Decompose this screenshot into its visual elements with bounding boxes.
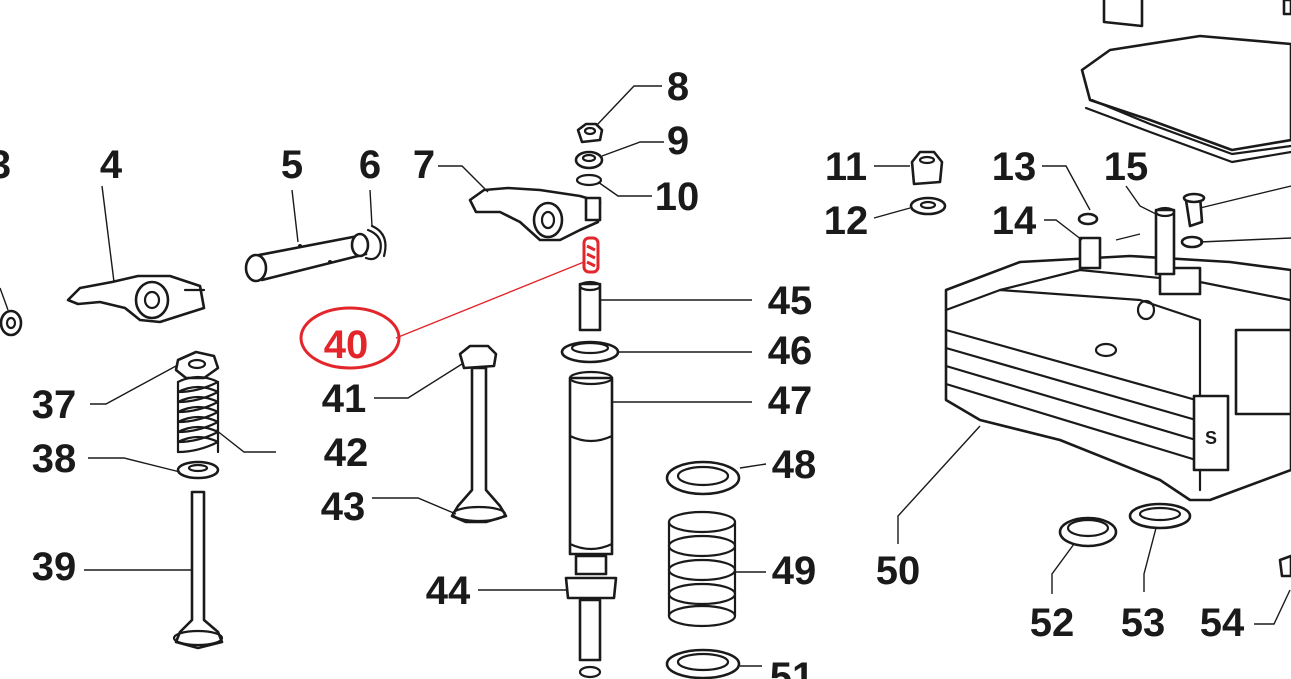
label-41: 41 xyxy=(322,377,367,421)
part-50-cylinder-head xyxy=(944,192,1291,502)
label-52: 52 xyxy=(1030,601,1075,645)
label-44: 44 xyxy=(426,569,471,613)
part-4-rocker-arm xyxy=(66,274,206,324)
label-45: 45 xyxy=(768,279,813,323)
label-42: 42 xyxy=(324,431,369,475)
label-3: 3 xyxy=(0,143,11,187)
label-49: 49 xyxy=(772,549,817,593)
part-53-valve-seat xyxy=(1128,502,1192,530)
label-43: 43 xyxy=(321,485,366,529)
part-5-shaft xyxy=(244,232,370,283)
label-14: 14 xyxy=(992,199,1037,243)
label-7: 7 xyxy=(413,143,435,187)
label-38: 38 xyxy=(32,437,77,481)
label-46: 46 xyxy=(768,329,813,373)
part-42-valve-spring xyxy=(176,375,220,454)
part-10-spring-washer xyxy=(575,173,603,187)
label-4: 4 xyxy=(100,143,123,187)
part-52-seal xyxy=(1058,516,1118,548)
part-8-nut xyxy=(576,122,604,144)
label-6: 6 xyxy=(359,143,381,187)
part-9-washer xyxy=(574,150,604,170)
label-48: 48 xyxy=(772,443,817,487)
part-41-valve-cap xyxy=(458,344,498,370)
label-53: 53 xyxy=(1121,601,1166,645)
label-10: 10 xyxy=(655,175,700,219)
part-46-seal-ring xyxy=(560,340,620,364)
label-11: 11 xyxy=(825,145,867,189)
part-51-ring xyxy=(665,648,741,679)
label-47: 47 xyxy=(768,379,813,423)
part-49-spring xyxy=(667,510,737,628)
part-44-spring-assembly xyxy=(564,554,618,679)
highlight-ring xyxy=(299,306,401,370)
label-9: 9 xyxy=(667,119,689,163)
label-50: 50 xyxy=(876,549,921,593)
part-43-valve xyxy=(450,366,508,524)
part-48-ring xyxy=(665,460,741,496)
part-12-washer xyxy=(909,196,947,216)
part-7-rocker-arm xyxy=(468,186,602,242)
part-13-washer xyxy=(1077,212,1099,226)
label-51: 51 xyxy=(770,655,815,679)
callout-labels: 3 4 5 6 7 8 9 10 11 12 13 14 15 37 38 39… xyxy=(0,65,1245,679)
label-54: 54 xyxy=(1200,601,1245,645)
label-37: 37 xyxy=(32,383,77,427)
head-mark: S xyxy=(1205,428,1217,448)
label-8: 8 xyxy=(667,65,689,109)
part-39-valve xyxy=(172,490,224,650)
part-40-adjuster-screw xyxy=(582,236,600,274)
leader-lines xyxy=(84,85,1291,667)
part-38-spring-seat xyxy=(176,460,220,480)
part-47-pushrod-tube xyxy=(568,370,614,556)
label-39: 39 xyxy=(32,545,77,589)
label-40-highlighted: 40 xyxy=(324,323,369,367)
valve-cover xyxy=(1080,0,1291,164)
label-13: 13 xyxy=(992,145,1037,189)
label-12: 12 xyxy=(824,199,869,243)
part-3-washer xyxy=(0,287,23,337)
label-15: 15 xyxy=(1104,145,1149,189)
part-6-circlip xyxy=(364,224,387,261)
part-37-spring-retainer xyxy=(174,350,220,380)
part-45-pushrod xyxy=(578,280,602,332)
part-54-stud xyxy=(1278,554,1291,578)
label-5: 5 xyxy=(281,143,303,187)
part-11-nut xyxy=(910,150,944,186)
